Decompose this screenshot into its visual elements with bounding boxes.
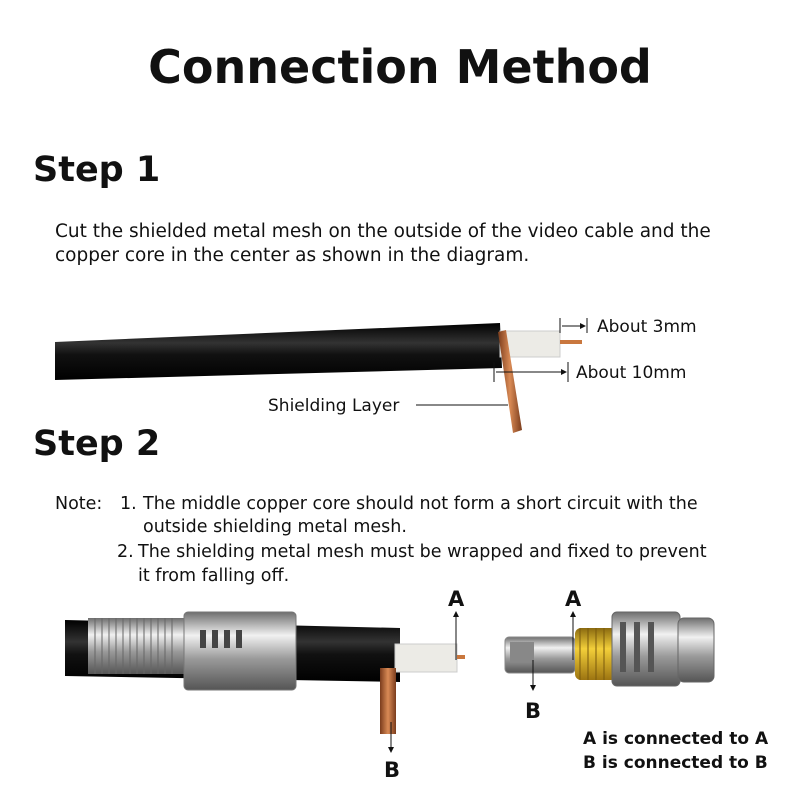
- marker-b-left: B: [384, 722, 400, 782]
- step-2-heading: Step 2: [33, 424, 161, 464]
- shielding-layer-callout: Shielding Layer: [268, 396, 508, 416]
- step-1-heading: Step 1: [33, 150, 161, 190]
- step-2-cable-image: [65, 611, 465, 734]
- dimension-3mm: About 3mm: [559, 317, 697, 337]
- note-label: Note:: [55, 494, 103, 514]
- note-1-line: outside shielding metal mesh.: [143, 517, 407, 537]
- marker-a-right: A: [565, 587, 582, 660]
- connection-a-text: A is connected to A: [583, 729, 769, 749]
- step-1-text-line: copper core in the center as shown in th…: [55, 245, 530, 266]
- label-shielding-layer: Shielding Layer: [268, 396, 399, 416]
- note-2-line: The shielding metal mesh must be wrapped…: [138, 542, 707, 562]
- svg-text:A: A: [448, 587, 465, 611]
- step-1-cable-image: [55, 323, 582, 433]
- note-2-number: 2.: [117, 542, 134, 562]
- svg-text:B: B: [384, 758, 400, 782]
- bnc-connector-image: [504, 611, 715, 687]
- note-1-line: The middle copper core should not form a…: [143, 494, 698, 514]
- connection-b-text: B is connected to B: [583, 753, 768, 773]
- svg-text:B: B: [525, 699, 541, 723]
- page-title: Connection Method: [148, 40, 652, 94]
- label-about-3mm: About 3mm: [597, 317, 697, 337]
- marker-b-right: B: [525, 660, 541, 723]
- svg-text:A: A: [565, 587, 582, 611]
- dimension-10mm: About 10mm: [493, 362, 686, 383]
- marker-a-left: A: [448, 587, 465, 660]
- step-1-text-line: Cut the shielded metal mesh on the outsi…: [55, 221, 711, 242]
- note-2-line: it from falling off.: [138, 566, 290, 586]
- note-1-number: 1.: [120, 494, 137, 514]
- label-about-10mm: About 10mm: [576, 363, 686, 383]
